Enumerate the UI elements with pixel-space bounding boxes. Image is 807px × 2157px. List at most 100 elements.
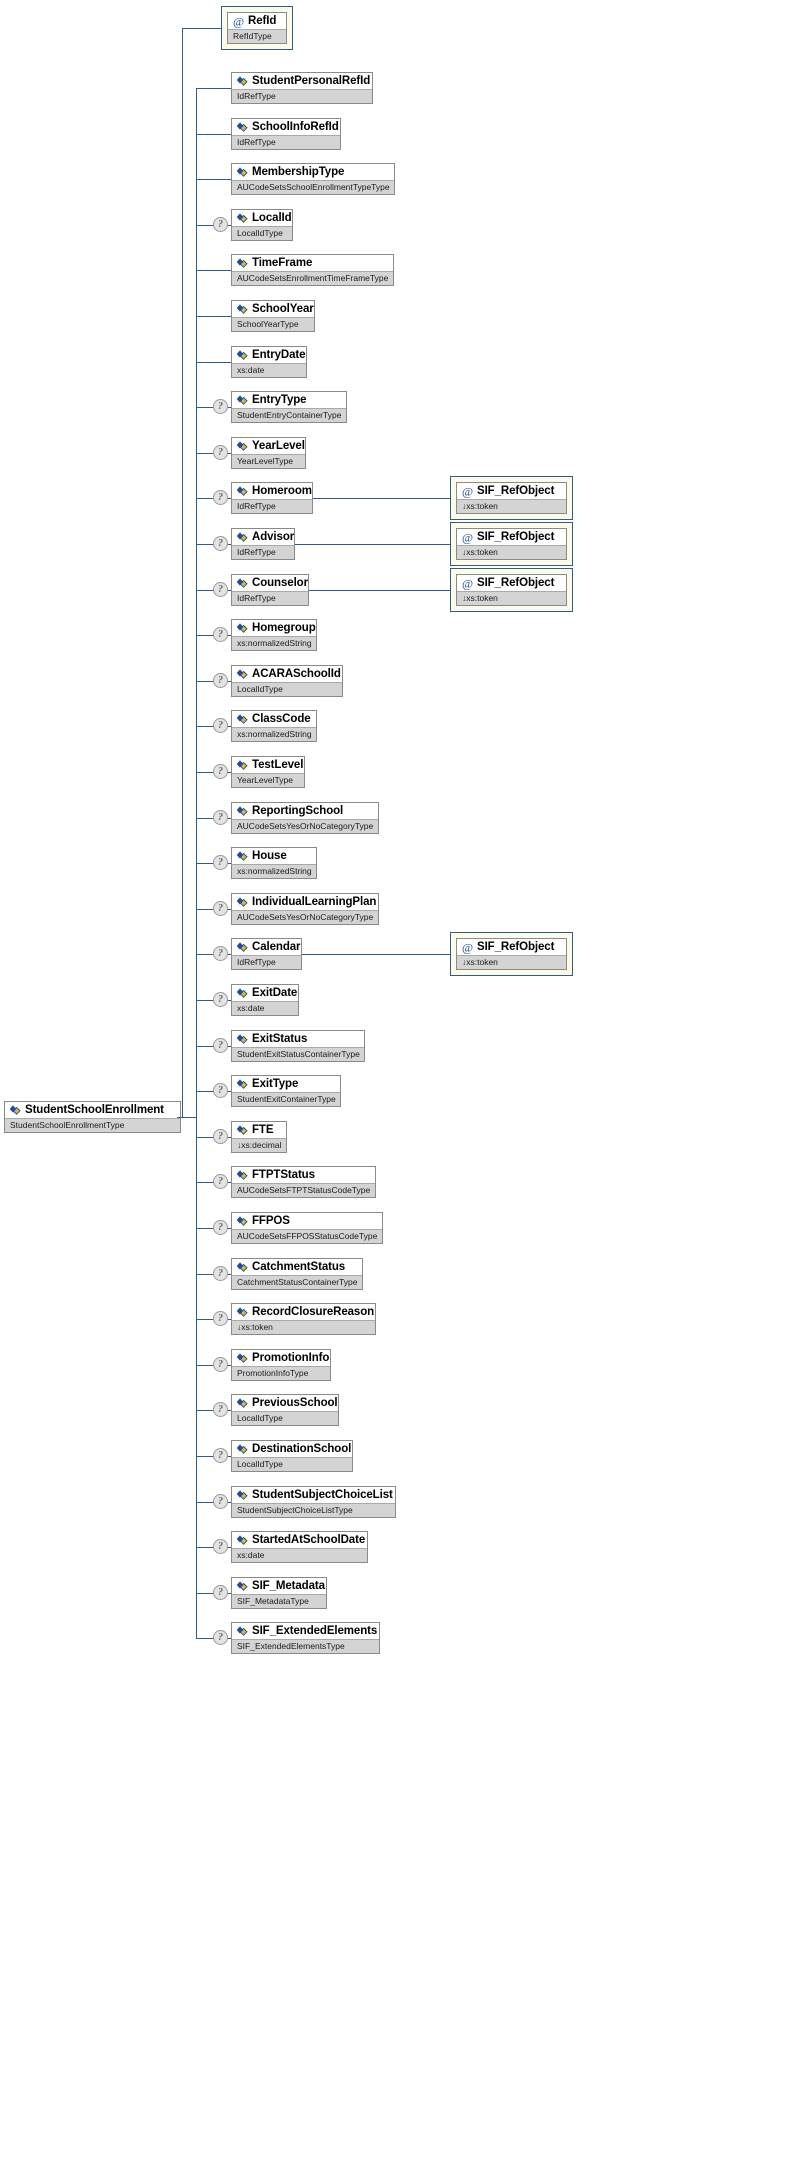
node-label: SchoolInfoRefId	[252, 121, 339, 133]
node-type: LocalIdType	[232, 226, 292, 240]
connector-line	[196, 88, 231, 89]
node-type: SchoolYearType	[232, 317, 314, 331]
node-label: PromotionInfo	[252, 1352, 330, 1364]
node-name-row: PromotionInfo	[232, 1350, 330, 1366]
node-label: RecordClosureReason	[252, 1306, 375, 1318]
element-diamond-icon	[236, 987, 248, 999]
node-type: ↓xs:token	[457, 545, 566, 559]
node-type: ↓xs:decimal	[232, 1138, 286, 1152]
node-type: IdRefType	[232, 499, 312, 513]
node-label: StudentSubjectChoiceList	[252, 1489, 393, 1501]
node-name-row: MembershipType	[232, 164, 394, 180]
node-type: IdRefType	[232, 135, 340, 149]
attribute-node-sif-refobject[interactable]: @SIF_RefObject↓xs:token	[456, 574, 567, 606]
optional-marker: ?	[213, 445, 228, 460]
attribute-node-sif-refobject[interactable]: @SIF_RefObject↓xs:token	[456, 938, 567, 970]
node-name-row: TimeFrame	[232, 255, 393, 271]
node-type: SIF_ExtendedElementsType	[232, 1639, 379, 1653]
node-type: AUCodeSetsYesOrNoCategoryType	[232, 819, 378, 833]
node-name-row: LocalId	[232, 210, 292, 226]
element-diamond-icon	[236, 1306, 248, 1318]
node-label: Homeroom	[252, 485, 312, 497]
node-name-row: SIF_ExtendedElements	[232, 1623, 379, 1639]
node-type: CatchmentStatusContainerType	[232, 1275, 362, 1289]
attribute-node-sif-refobject[interactable]: @SIF_RefObject↓xs:token	[456, 528, 567, 560]
optional-marker: ?	[213, 992, 228, 1007]
element-diamond-icon	[236, 668, 248, 680]
connector-line	[182, 28, 221, 29]
node-type: PromotionInfoType	[232, 1366, 330, 1380]
optional-marker: ?	[213, 582, 228, 597]
node-label: StudentPersonalRefId	[252, 75, 371, 87]
element-diamond-icon	[236, 1215, 248, 1227]
optional-marker: ?	[213, 673, 228, 688]
optional-marker: ?	[213, 1357, 228, 1372]
at-icon: @	[461, 941, 473, 954]
connector-line	[196, 88, 197, 1638]
element-diamond-icon	[236, 303, 248, 315]
node-name-row: Homeroom	[232, 483, 312, 499]
element-node-fte[interactable]: FTE↓xs:decimal	[231, 1121, 287, 1153]
optional-marker: ?	[213, 1539, 228, 1554]
node-label: EntryDate	[252, 349, 306, 361]
element-node-recordclosurereason[interactable]: RecordClosureReason↓xs:token	[231, 1303, 376, 1335]
node-label: ExitType	[252, 1078, 299, 1090]
node-type: IdRefType	[232, 591, 308, 605]
connector-line	[182, 28, 183, 1117]
optional-marker: ?	[213, 399, 228, 414]
optional-marker: ?	[213, 1585, 228, 1600]
node-type: StudentSchoolEnrollmentType	[5, 1118, 180, 1132]
svg-text:@: @	[462, 941, 473, 954]
at-icon: @	[232, 15, 244, 28]
node-type: AUCodeSetsEnrollmentTimeFrameType	[232, 271, 393, 285]
element-diamond-icon	[236, 1169, 248, 1181]
optional-marker: ?	[213, 718, 228, 733]
element-diamond-icon	[236, 1625, 248, 1637]
optional-marker: ?	[213, 1038, 228, 1053]
node-label: Advisor	[252, 531, 295, 543]
element-diamond-icon	[236, 1534, 248, 1546]
node-type: StudentExitContainerType	[232, 1092, 340, 1106]
node-type: LocalIdType	[232, 1457, 352, 1471]
node-type: LocalIdType	[232, 1411, 338, 1425]
attribute-node-sif-refobject[interactable]: @SIF_RefObject↓xs:token	[456, 482, 567, 514]
node-name-row: Homegroup	[232, 620, 316, 636]
attribute-group-sif-refobject: @SIF_RefObject↓xs:token	[450, 476, 573, 520]
